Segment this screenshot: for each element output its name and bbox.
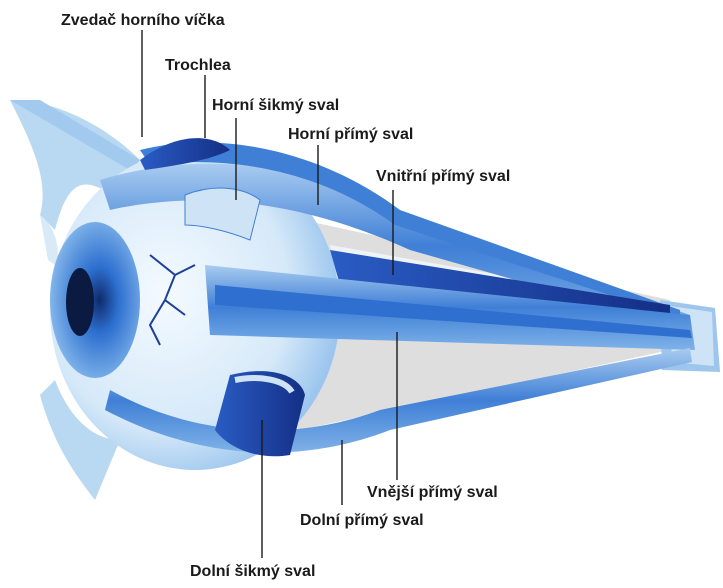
label-superior-rectus: Horní přímý sval — [288, 126, 413, 144]
label-inferior-oblique: Dolní šikmý sval — [190, 563, 315, 581]
label-superior-oblique: Horní šikmý sval — [212, 97, 339, 115]
label-lateral-rectus: Vnější přímý sval — [367, 484, 498, 502]
label-trochlea: Trochlea — [165, 57, 231, 75]
label-levator: Zvedač horního víčka — [61, 12, 225, 30]
label-medial-rectus: Vnitřní přímý sval — [376, 168, 510, 186]
label-inferior-rectus: Dolní přímý sval — [300, 512, 424, 530]
